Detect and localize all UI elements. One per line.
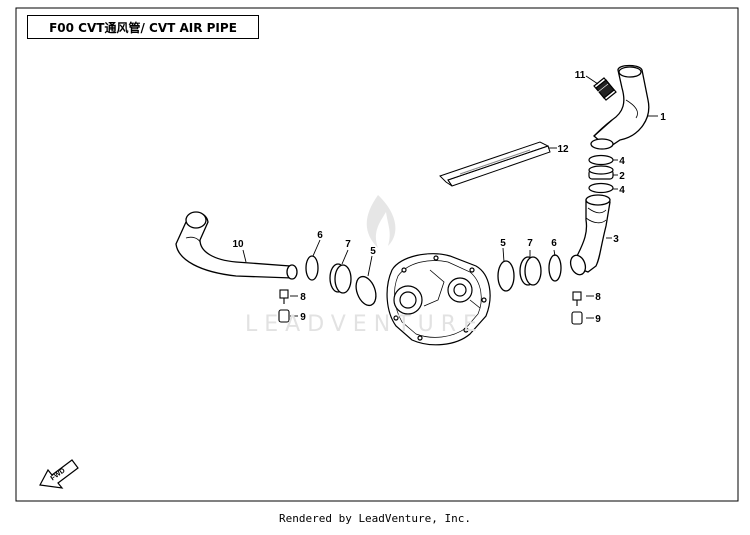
callout-2: 2 bbox=[619, 171, 625, 182]
right-hose-3 bbox=[569, 194, 611, 276]
left-hardware bbox=[278, 289, 290, 323]
callout-11: 11 bbox=[575, 70, 586, 81]
footer-credit: Rendered by LeadVenture, Inc. bbox=[278, 512, 472, 525]
callout-3: 3 bbox=[613, 234, 619, 245]
clamps-collar-stack bbox=[588, 154, 614, 194]
callout-9-right: 9 bbox=[595, 314, 601, 325]
leader-lines bbox=[242, 75, 658, 319]
callout-5-left: 5 bbox=[370, 246, 376, 257]
callout-10: 10 bbox=[232, 239, 244, 250]
left-hose-10 bbox=[175, 211, 298, 280]
left-rings bbox=[305, 255, 377, 307]
logo-watermark bbox=[366, 195, 396, 248]
callout-numbers: 11 1 12 4 2 4 3 8 9 5 7 6 10 6 7 5 8 9 F… bbox=[50, 70, 667, 482]
callout-7-right: 7 bbox=[527, 238, 533, 249]
callout-5-right: 5 bbox=[500, 238, 506, 249]
cvt-housing bbox=[386, 253, 491, 346]
callout-8-left: 8 bbox=[300, 292, 306, 303]
right-hardware bbox=[571, 291, 583, 325]
callout-9-left: 9 bbox=[300, 312, 306, 323]
upper-pipe-1 bbox=[590, 64, 650, 150]
label-plate-12 bbox=[439, 141, 551, 187]
callout-6-left: 6 bbox=[317, 230, 323, 241]
fwd-arrow bbox=[39, 459, 79, 489]
callout-4-upper: 4 bbox=[619, 156, 625, 167]
callout-6-right: 6 bbox=[551, 238, 557, 249]
watermark-text: LEADVENTURE bbox=[245, 312, 484, 337]
callout-8-right: 8 bbox=[595, 292, 601, 303]
callout-12: 12 bbox=[557, 144, 569, 155]
callout-7-left: 7 bbox=[345, 239, 351, 250]
filter-cap-11 bbox=[593, 77, 617, 101]
diagram-title: F00 CVT通风管/ CVT AIR PIPE bbox=[27, 15, 259, 39]
right-rings bbox=[497, 254, 562, 292]
callout-4-lower: 4 bbox=[619, 185, 625, 196]
callout-1: 1 bbox=[660, 112, 666, 123]
